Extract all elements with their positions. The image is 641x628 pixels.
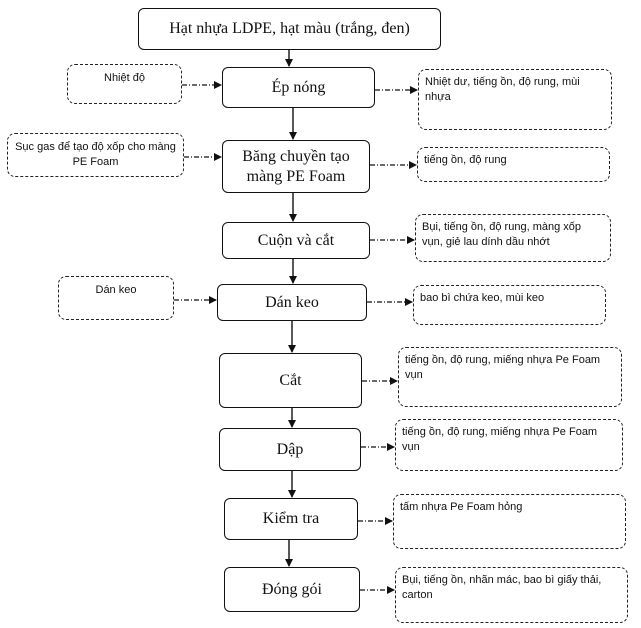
step-box-cat: Cắt: [219, 353, 362, 408]
output-note-dan-keo: bao bì chứa keo, mùi keo: [413, 285, 606, 325]
step-box-dan-keo: Dán keo: [217, 284, 367, 321]
output-note-dap: tiếng ồn, độ rung, miếng nhựa Pe Foam vụ…: [395, 419, 623, 471]
step-box-kiem-tra: Kiểm tra: [224, 498, 358, 540]
output-note-bang-chuyen: tiếng ồn, độ rung: [417, 147, 610, 182]
raw-material-box: Hạt nhựa LDPE, hạt màu (trắng, đen): [138, 8, 441, 50]
step-box-ep-nong: Ép nóng: [222, 67, 375, 108]
step-box-cuon-va-cat: Cuộn và cắt: [222, 222, 370, 259]
output-note-cat: tiếng ồn, độ rung, miếng nhựa Pe Foam vụ…: [398, 347, 622, 407]
step-box-dong-goi: Đóng gói: [224, 567, 360, 612]
output-note-dong-goi: Bụi, tiếng ồn, nhãn mác, bao bì giấy thả…: [395, 567, 628, 623]
step-box-bang-chuyen: Băng chuyền tạo màng PE Foam: [222, 140, 370, 193]
connectors: [174, 50, 418, 594]
input-note-dan-keo: Dán keo: [58, 276, 174, 320]
output-note-kiem-tra: tấm nhựa Pe Foam hỏng: [393, 494, 626, 549]
output-note-ep-nong: Nhiệt dư, tiếng ồn, độ rung, mùi nhựa: [418, 69, 612, 130]
input-note-nhiet-do: Nhiệt độ: [67, 64, 182, 104]
step-box-dap: Dập: [219, 428, 361, 471]
output-note-cuon-va-cat: Bụi, tiếng ồn, độ rung, màng xốp vụn, gi…: [415, 214, 611, 262]
input-note-suc-gas: Sục gas để tạo độ xốp cho màng PE Foam: [7, 133, 184, 177]
